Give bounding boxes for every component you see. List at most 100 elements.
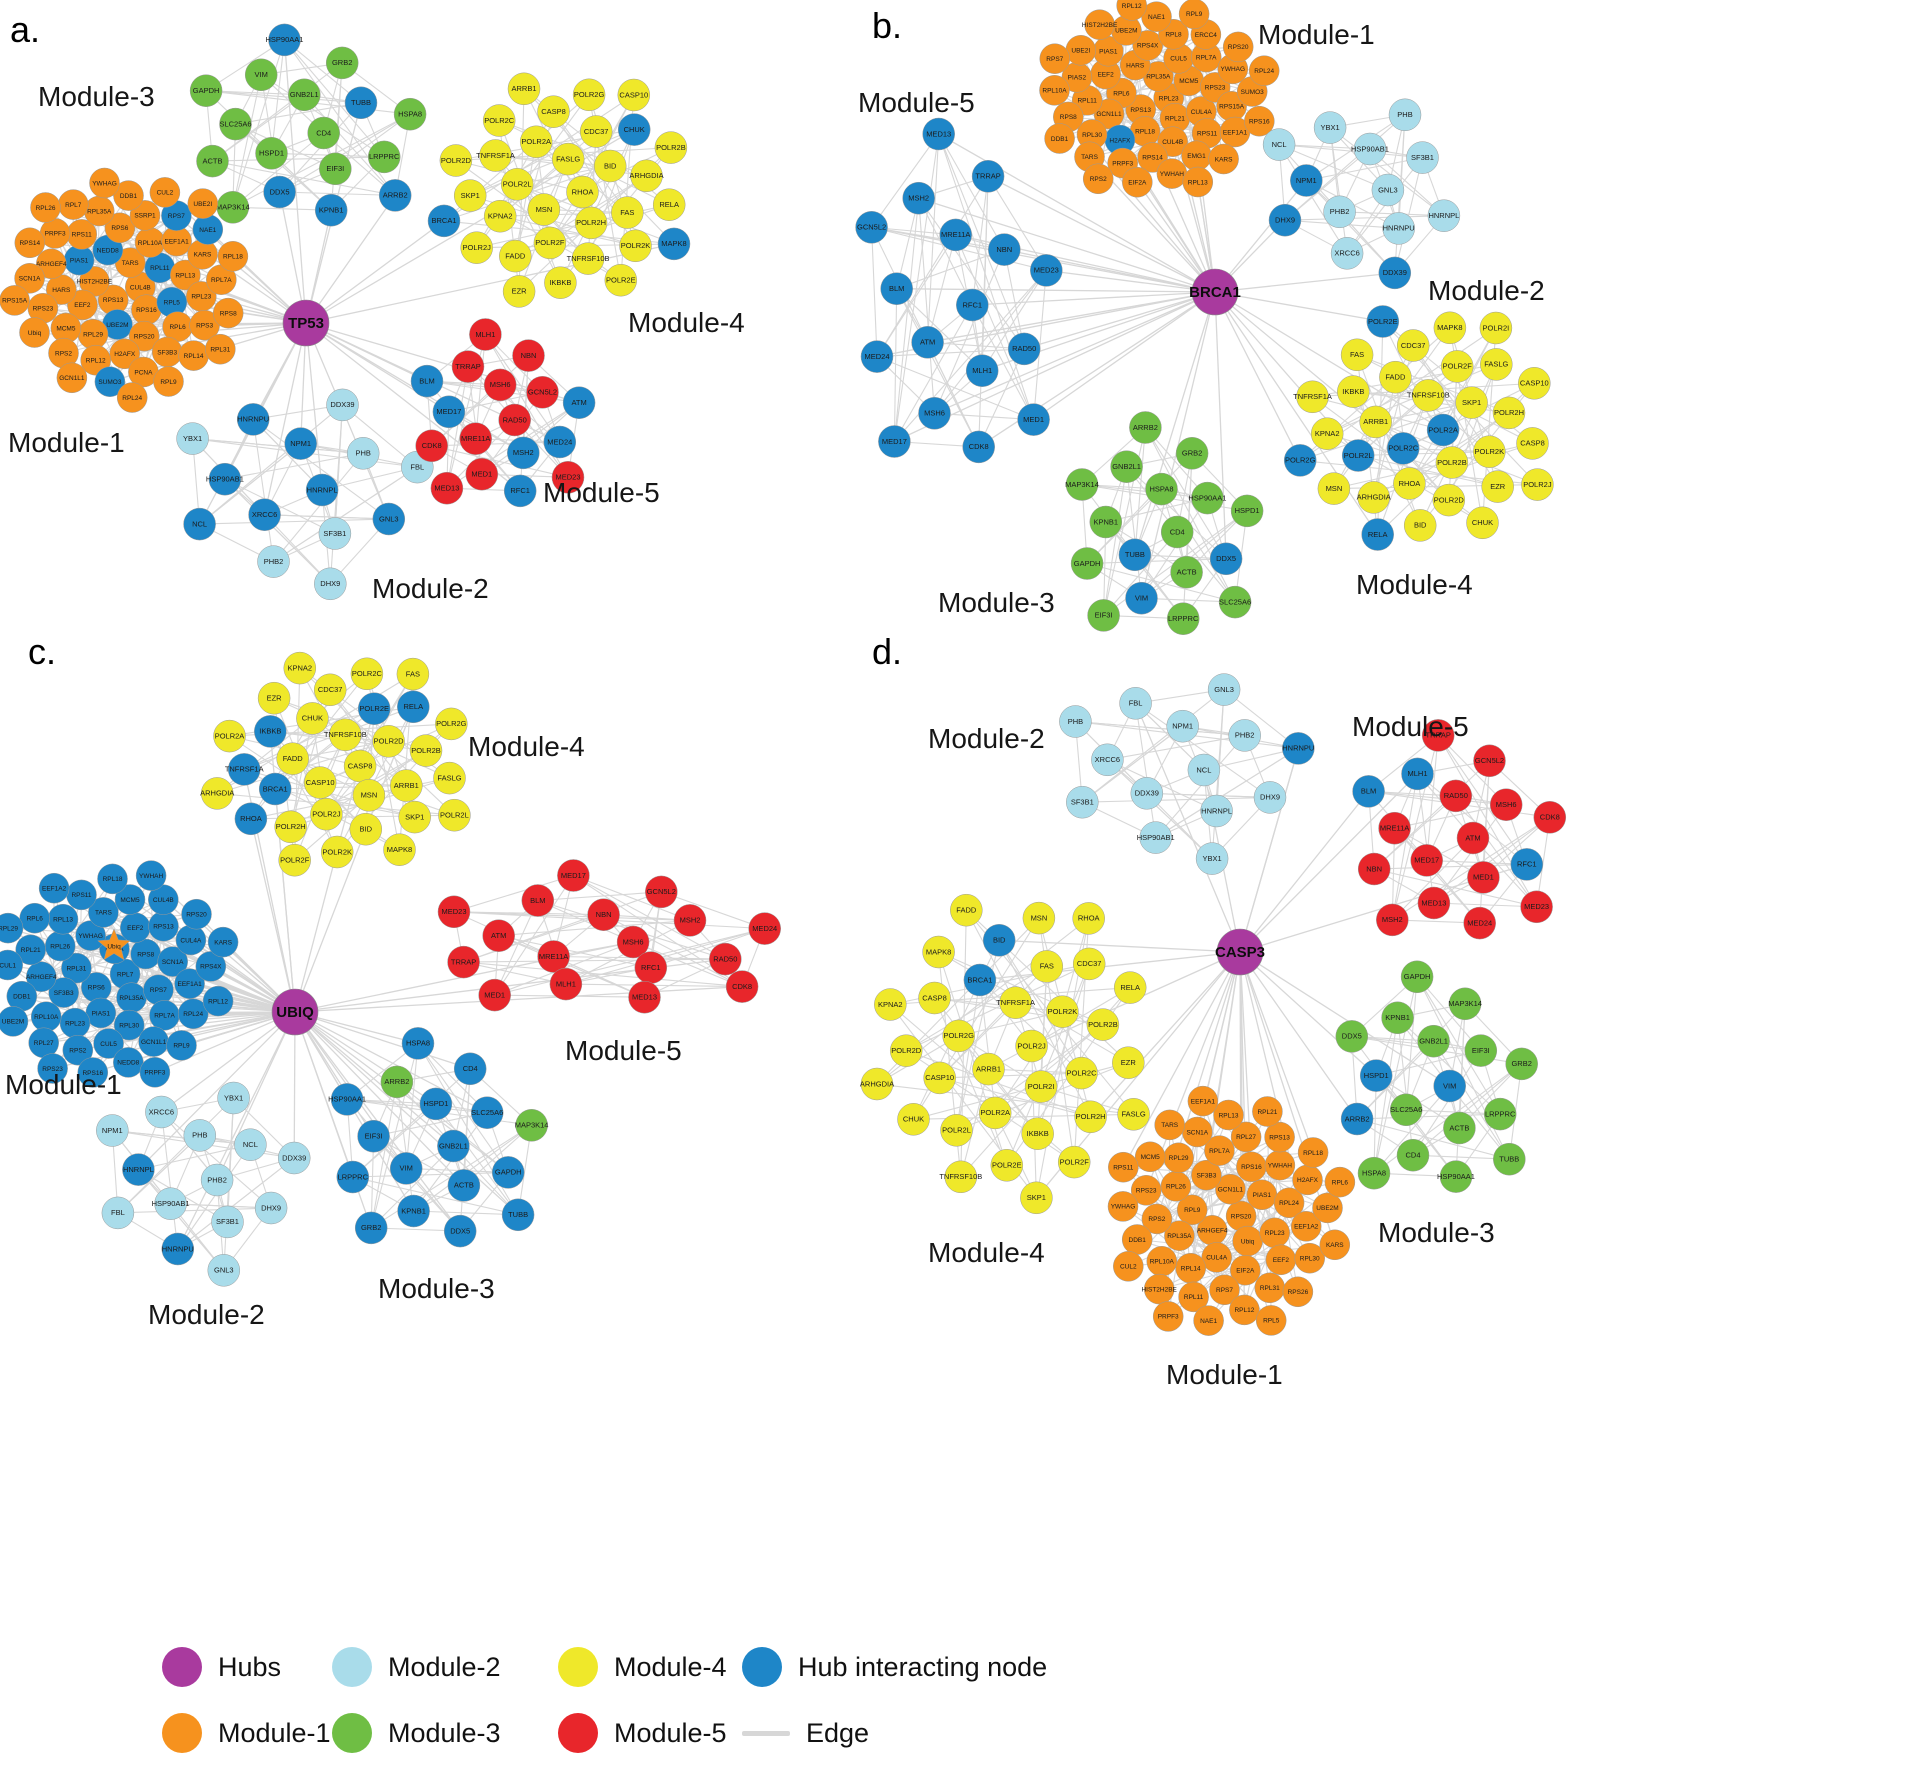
network-node[interactable]: EEF2 <box>1265 1244 1297 1276</box>
network-node[interactable]: NPM1 <box>284 427 317 460</box>
network-node[interactable]: TNFRSF10B <box>567 242 610 275</box>
network-node[interactable]: TRRAP <box>447 945 480 979</box>
network-node[interactable]: DDB1 <box>1121 1224 1153 1255</box>
network-node[interactable]: RELA <box>1113 971 1147 1004</box>
network-node[interactable]: MED17 <box>878 425 911 458</box>
network-node[interactable]: SUMO3 <box>94 366 126 397</box>
network-node[interactable]: HNRNPL <box>1200 794 1233 828</box>
network-node[interactable]: SF3B3 <box>151 336 183 368</box>
network-node[interactable]: GRB2 <box>325 46 359 80</box>
network-node[interactable]: POLR2B <box>1435 446 1469 479</box>
network-node[interactable]: YWHAH <box>1156 158 1188 189</box>
network-node[interactable]: RELA <box>652 188 686 221</box>
network-node[interactable]: HSP90AB1 <box>152 1187 190 1220</box>
network-node[interactable]: SCN1A <box>14 263 45 294</box>
network-node[interactable]: RPS15A <box>0 285 30 316</box>
network-node[interactable]: GNL3 <box>207 1254 241 1287</box>
network-node[interactable]: CDC37 <box>313 673 347 707</box>
network-node[interactable]: KPNA2 <box>874 988 907 1021</box>
network-node[interactable]: EEF1A2 <box>1290 1211 1322 1242</box>
network-node[interactable]: YBX1 <box>176 422 209 455</box>
network-node[interactable]: PHB <box>183 1119 217 1152</box>
network-node[interactable]: POLR2H <box>1074 1100 1107 1134</box>
network-node[interactable]: RPS16 <box>77 1057 109 1088</box>
network-node[interactable]: POLR2I <box>1024 1070 1058 1103</box>
network-node[interactable]: RPL13 <box>1213 1099 1244 1131</box>
network-node[interactable]: FAS <box>1340 338 1374 372</box>
network-node[interactable]: NCL <box>1187 753 1221 787</box>
network-node[interactable]: RPL5 <box>1255 1305 1287 1336</box>
network-node[interactable]: POLR2H <box>574 206 608 240</box>
network-node[interactable]: DHX9 <box>1268 203 1302 237</box>
network-node[interactable]: MED1 <box>465 457 499 491</box>
network-node[interactable]: ARRB1 <box>1359 405 1392 439</box>
network-node[interactable]: TUBB <box>1493 1142 1526 1176</box>
network-node[interactable]: POLR2H <box>274 810 307 844</box>
network-node[interactable]: KPNA2 <box>1310 417 1344 450</box>
network-node[interactable]: FADD <box>499 239 532 273</box>
network-node[interactable]: RPL9 <box>1176 1194 1208 1226</box>
network-node[interactable]: RPL18 <box>97 863 128 895</box>
network-node[interactable]: HNRNPU <box>1282 732 1315 765</box>
network-node[interactable]: KPNA2 <box>483 199 517 233</box>
network-node[interactable]: RPS2 <box>62 1034 94 1066</box>
network-node[interactable]: H2AFX <box>109 338 140 370</box>
network-node[interactable]: EEF1A2 <box>38 872 70 904</box>
network-node[interactable]: POLR2E <box>604 263 638 297</box>
network-node[interactable]: LRPPRC <box>336 1160 370 1194</box>
network-node[interactable]: RPL11 <box>1178 1281 1209 1313</box>
network-node[interactable]: HNRNPL <box>305 473 339 507</box>
network-node[interactable]: TRRAP <box>971 160 1005 193</box>
network-node[interactable]: POLR2J <box>310 797 343 831</box>
network-node[interactable]: CDC37 <box>1396 329 1430 362</box>
network-node[interactable]: YWHAH <box>1264 1149 1296 1181</box>
network-node[interactable]: SKP1 <box>1020 1181 1053 1215</box>
network-node[interactable]: TUBB <box>344 86 378 120</box>
network-node[interactable]: RPL9 <box>166 1030 197 1061</box>
network-node[interactable]: RPL29 <box>77 318 109 350</box>
network-node[interactable]: RPS6 <box>104 212 136 244</box>
network-node[interactable]: HSP90AA1 <box>328 1083 366 1116</box>
network-node[interactable]: PIAS1 <box>1246 1179 1278 1211</box>
network-node[interactable]: MRE11A <box>459 422 492 455</box>
network-node[interactable]: SF3B1 <box>318 517 352 550</box>
network-node[interactable]: GNB2L1 <box>437 1129 470 1163</box>
network-node[interactable]: FADD <box>950 893 983 927</box>
network-node[interactable]: PHB2 <box>1323 195 1356 229</box>
network-node[interactable]: MED17 <box>432 395 466 429</box>
network-node[interactable]: KPNB1 <box>1381 1001 1414 1035</box>
network-node[interactable]: RFC1 <box>503 474 537 508</box>
network-node[interactable]: RPS4X <box>1132 30 1163 61</box>
network-node[interactable]: RPL31 <box>1254 1272 1286 1304</box>
network-node[interactable]: SF3B1 <box>211 1205 244 1239</box>
network-node[interactable]: RPL24 <box>177 998 209 1030</box>
network-node[interactable]: RPL27 <box>28 1027 59 1059</box>
network-node[interactable]: RPS20 <box>181 898 212 930</box>
network-node[interactable]: ACTB <box>447 1169 481 1202</box>
network-node[interactable]: TARS <box>1154 1109 1185 1141</box>
hub-node[interactable]: BRCA1 <box>1189 268 1241 316</box>
network-node[interactable]: NBN <box>587 898 620 931</box>
network-node[interactable]: POLR2F <box>533 226 567 260</box>
network-node[interactable]: POLR2E <box>1366 305 1400 338</box>
network-node[interactable]: EIF3I <box>1464 1034 1498 1067</box>
network-node[interactable]: BLM <box>880 272 913 305</box>
network-node[interactable]: CUL2 <box>1113 1251 1144 1282</box>
network-node[interactable]: MED23 <box>1030 254 1063 287</box>
network-node[interactable]: POLR2L <box>940 1114 973 1147</box>
network-node[interactable]: RPL14 <box>1175 1252 1206 1284</box>
network-node[interactable]: SKP1 <box>398 800 431 834</box>
network-node[interactable]: RPL23 <box>1259 1217 1290 1249</box>
network-node[interactable]: RPS2 <box>1082 163 1114 195</box>
network-node[interactable]: MCM5 <box>114 884 146 915</box>
network-node[interactable]: RPS26 <box>1282 1276 1314 1308</box>
network-node[interactable]: RAD50 <box>1439 779 1473 813</box>
network-node[interactable]: GRB2 <box>1505 1047 1538 1081</box>
network-node[interactable]: HNRNPL <box>122 1153 155 1186</box>
network-node[interactable]: POLR2G <box>1283 444 1317 477</box>
network-node[interactable]: RPS2 <box>48 337 79 369</box>
network-node[interactable]: SF3B3 <box>1191 1159 1222 1191</box>
network-node[interactable]: DDX39 <box>1130 777 1164 810</box>
network-node[interactable]: RPL7A <box>149 1000 180 1031</box>
network-node[interactable]: RAD50 <box>498 403 531 437</box>
